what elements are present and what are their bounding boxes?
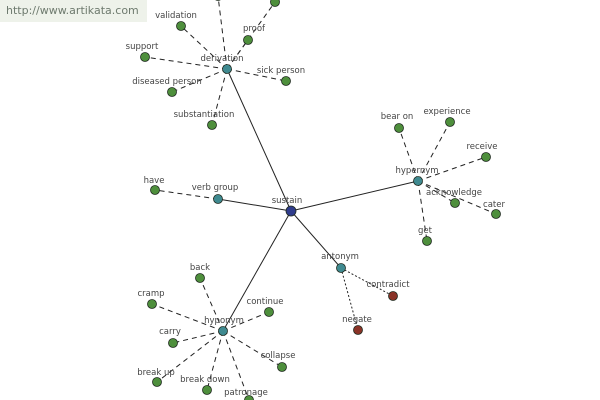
leaf-label: cater	[483, 200, 505, 210]
relation-label-hypernym: hypernym	[395, 166, 438, 176]
edge-derivation-leaf	[217, 0, 228, 70]
leaf-label: bear on	[381, 112, 414, 122]
leaf-node[interactable]	[195, 273, 205, 283]
leaf-label: proof	[243, 24, 266, 34]
edge-derivation-leaf	[226, 68, 287, 82]
leaf-label: diseased person	[132, 77, 202, 87]
edge-hypernym-leaf	[398, 127, 419, 182]
leaf-label: substantiation	[174, 110, 235, 120]
relation-node-hypernym[interactable]	[413, 176, 423, 186]
edge-antonym	[290, 210, 342, 269]
leaf-node[interactable]	[491, 209, 501, 219]
leaf-label: break up	[137, 368, 175, 378]
leaf-node[interactable]	[270, 0, 280, 7]
edge-hyponym-leaf	[151, 303, 224, 332]
edge-hypernym-leaf	[417, 121, 451, 182]
relation-label-derivation: derivation	[200, 54, 243, 64]
leaf-node[interactable]	[140, 52, 150, 62]
leaf-node[interactable]	[394, 123, 404, 133]
leaf-node[interactable]	[422, 236, 432, 246]
edge-hyponym-leaf	[199, 277, 224, 332]
edge-verb-group	[217, 198, 292, 212]
edge-verb-group-leaf	[154, 189, 219, 200]
leaf-node[interactable]	[281, 76, 291, 86]
leaf-node[interactable]	[450, 198, 460, 208]
leaf-label: sick person	[257, 66, 305, 76]
leaf-node[interactable]	[445, 117, 455, 127]
relation-label-hyponym: hyponym	[204, 316, 244, 326]
relation-label-verb-group: verb group	[192, 183, 239, 193]
relation-node-antonym[interactable]	[336, 263, 346, 273]
edge-derivation-leaf	[211, 68, 228, 126]
root-node[interactable]	[285, 205, 297, 217]
root-label: sustain	[272, 196, 303, 206]
leaf-node[interactable]	[244, 395, 254, 400]
edge-derivation-leaf	[171, 68, 228, 93]
leaf-label: continue	[247, 297, 284, 307]
leaf-node[interactable]	[353, 325, 363, 335]
relation-label-antonym: antonym	[321, 252, 359, 262]
leaf-label: collapse	[261, 351, 296, 361]
edge-hyponym-leaf	[206, 330, 224, 391]
leaf-node[interactable]	[243, 35, 253, 45]
leaf-node[interactable]	[150, 185, 160, 195]
edge-hypernym-leaf	[417, 156, 487, 182]
edge-derivation-leaf	[226, 39, 249, 70]
leaf-label: receive	[466, 142, 497, 152]
leaf-node[interactable]	[207, 120, 217, 130]
leaf-node[interactable]	[214, 0, 223, 1]
leaf-node[interactable]	[264, 307, 274, 317]
edge-antonym-leaf	[340, 267, 359, 331]
leaf-label: negate	[342, 315, 372, 325]
leaf-label: patronage	[224, 388, 268, 398]
leaf-node[interactable]	[168, 338, 178, 348]
edge-hypernym-leaf	[417, 180, 428, 242]
edge-hypernym	[290, 180, 419, 212]
leaf-node[interactable]	[481, 152, 491, 162]
edge-hyponym-leaf	[222, 330, 250, 400]
leaf-node[interactable]	[388, 291, 398, 301]
leaf-node[interactable]	[176, 21, 186, 31]
leaf-label: carry	[159, 327, 181, 337]
edge-derivation-leaf	[144, 56, 228, 70]
leaf-label: support	[126, 42, 159, 52]
relation-node-derivation[interactable]	[222, 64, 232, 74]
watermark: http://www.artikata.com	[0, 0, 147, 22]
leaf-label: acknowledge	[426, 188, 482, 198]
leaf-label: cramp	[137, 289, 164, 299]
edge-derivation	[226, 68, 292, 212]
edge-hypernym-leaf	[417, 180, 456, 204]
edge-hyponym	[222, 210, 292, 332]
edge-hyponym-leaf	[156, 330, 224, 383]
edge-antonym-leaf	[340, 267, 394, 297]
leaf-node[interactable]	[277, 362, 287, 372]
leaf-label: have	[144, 176, 165, 186]
leaf-label: validation	[155, 11, 197, 21]
edge-hyponym-leaf	[222, 330, 283, 368]
leaf-node[interactable]	[152, 377, 162, 387]
leaf-label: contradict	[366, 280, 410, 290]
leaf-node[interactable]	[202, 385, 212, 395]
leaf-label: break down	[180, 375, 230, 385]
leaf-node[interactable]	[147, 299, 157, 309]
relation-node-hyponym[interactable]	[218, 326, 228, 336]
leaf-node[interactable]	[167, 87, 177, 97]
edge-derivation-leaf	[180, 25, 228, 70]
relation-node-verb-group[interactable]	[213, 194, 223, 204]
leaf-label: experience	[423, 107, 470, 117]
leaf-label: get	[418, 226, 433, 236]
leaf-label: back	[190, 263, 210, 273]
